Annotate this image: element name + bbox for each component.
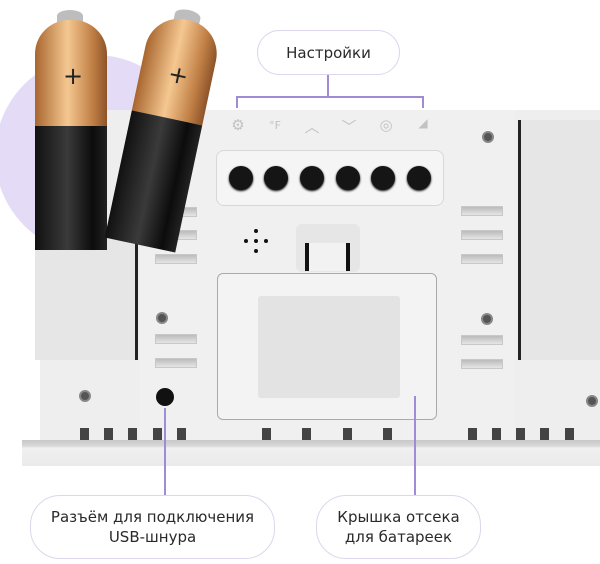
chevron-up-icon: ︿ [304, 118, 320, 136]
foot [128, 428, 137, 440]
vent-slot [461, 254, 503, 264]
thermometer-cf-icon: °F [269, 119, 281, 132]
foot [565, 428, 574, 440]
battery-cover-callout: Крышка отсека для батареек [316, 495, 481, 559]
battery-left: + [35, 10, 107, 250]
plus-sign: + [63, 62, 84, 90]
vent-slot [461, 206, 503, 216]
connector-line [414, 396, 416, 495]
settings-button[interactable] [228, 166, 253, 190]
vent-slot [155, 334, 197, 344]
foot [80, 428, 89, 440]
usb-callout-line2: USB-шнура [108, 528, 197, 546]
settings-callout-label: Настройки [286, 43, 371, 62]
foot [302, 428, 311, 440]
right-panel [518, 120, 600, 360]
usb-callout: Разъём для подключения USB-шнура [30, 495, 275, 559]
battery-cover[interactable] [217, 273, 437, 420]
usb-port[interactable] [156, 388, 174, 406]
battery-cover-label-area [258, 296, 400, 398]
vent-slot [461, 359, 503, 369]
connector-line [164, 408, 166, 496]
usb-callout-line1: Разъём для подключения [50, 508, 255, 526]
foot [468, 428, 477, 440]
connector-line [236, 96, 238, 108]
foot [516, 428, 525, 440]
battery-callout-line2: для батареек [344, 528, 453, 546]
connector-line [327, 75, 329, 97]
button-icon-row: ⚙ °F ︿ ﹀ ◎ ◢ [221, 116, 440, 137]
alarm-button[interactable] [371, 166, 396, 190]
foot [343, 428, 352, 440]
foot [383, 428, 392, 440]
vent-slot [461, 335, 503, 345]
temperature-unit-button[interactable] [264, 166, 289, 190]
screw-icon [481, 313, 493, 325]
screw-icon [156, 312, 168, 324]
chevron-down-icon: ﹀ [341, 118, 357, 136]
vent-slot [155, 254, 197, 264]
button-panel [216, 150, 444, 206]
signal-icon: ◢ [418, 116, 428, 130]
foot [262, 428, 271, 440]
foot [540, 428, 549, 440]
connector-line [422, 96, 424, 108]
foot [153, 428, 162, 440]
foot [177, 428, 186, 440]
battery-callout-line1: Крышка отсека [337, 508, 460, 526]
up-button[interactable] [300, 166, 325, 190]
vent-slot [155, 358, 197, 368]
screw-icon [586, 395, 598, 407]
gear-icon: ⚙ [231, 116, 245, 134]
latch-clip [305, 243, 350, 271]
down-button[interactable] [335, 166, 360, 190]
screw-icon [482, 131, 494, 143]
speaker-holes-icon [243, 229, 269, 253]
screw-icon [79, 390, 91, 402]
vent-slot [461, 230, 503, 240]
settings-callout: Настройки [257, 30, 400, 75]
foot [104, 428, 113, 440]
foot [492, 428, 501, 440]
ring-icon: ◎ [379, 116, 393, 134]
connector-line [236, 96, 424, 98]
sensor-button[interactable] [407, 166, 432, 190]
base-stand [22, 440, 600, 466]
